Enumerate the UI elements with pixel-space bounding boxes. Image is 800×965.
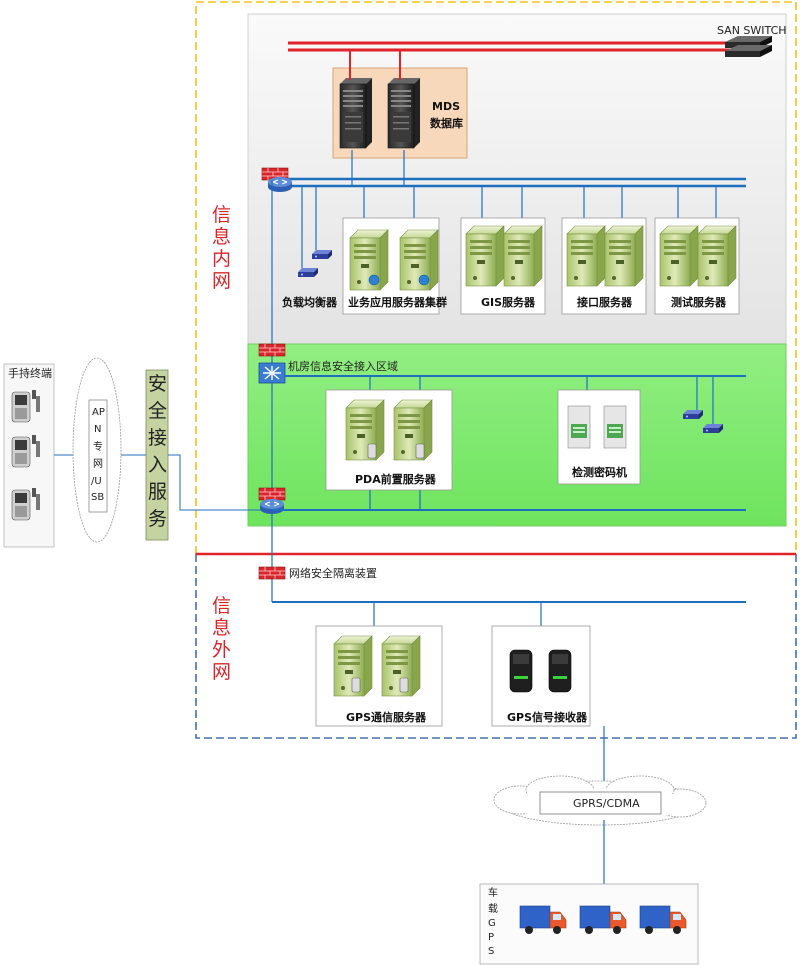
load-balancer-icon	[298, 268, 318, 277]
apn-char: AP	[92, 407, 105, 418]
gprs-label: GPRS/CDMA	[573, 797, 640, 810]
gps-comm-device-icon	[399, 677, 409, 693]
gps-device-icon	[509, 649, 533, 693]
inner-net-char: 息	[212, 226, 231, 248]
secure-access-link	[168, 454, 262, 511]
inner-net-char: 信	[212, 204, 231, 226]
firewall-icon	[258, 487, 286, 501]
inner-net-char: 网	[212, 270, 231, 292]
mds-label: MDS	[432, 100, 460, 113]
firewall-icon	[258, 343, 286, 357]
outer-net-char: 信	[212, 595, 231, 617]
secure-zone-label: 机房信息安全接入区域	[288, 359, 398, 373]
secure-access-char: 入	[148, 454, 167, 476]
test-label: 测试服务器	[671, 295, 727, 309]
san-switch-label: SAN SWITCH	[717, 24, 787, 37]
switch-icon	[258, 362, 286, 384]
gps-comm-device-icon	[351, 677, 361, 693]
gprs-box	[539, 791, 662, 815]
outer-net-char: 网	[212, 661, 231, 683]
secure-access-char: 务	[148, 508, 167, 530]
handheld-label: 手持终端	[8, 366, 52, 380]
vehicle-char: P	[488, 932, 494, 943]
pda-label: PDA前置服务器	[355, 472, 437, 486]
outer-net-char: 息	[212, 617, 231, 639]
secure-access-char: 安	[148, 373, 167, 395]
vehicle-char: G	[488, 918, 496, 929]
load-balancer-icon	[312, 250, 332, 259]
load-balancer-label: 负载均衡器	[282, 295, 338, 309]
mds-label-db: 数据库	[430, 116, 463, 130]
apn-char: 专	[93, 440, 103, 453]
apn-char: N	[94, 424, 101, 435]
server-tower-icon	[697, 225, 737, 287]
network-device-icon	[703, 424, 723, 433]
apn-box	[88, 399, 108, 513]
isolation-label: 网络安全隔离装置	[289, 566, 377, 580]
router-icon	[259, 498, 285, 515]
gis-label: GIS服务器	[481, 295, 536, 309]
secure-access-char: 接	[148, 427, 167, 449]
globe-icon	[368, 274, 380, 286]
pda-device-icon	[415, 443, 425, 459]
cipher-machine-icon	[603, 405, 627, 449]
interface-label: 接口服务器	[577, 295, 633, 309]
server-tower-icon	[345, 399, 385, 461]
secure-access-char: 全	[148, 400, 167, 422]
server-tower-icon	[566, 225, 606, 287]
cipher-label: 检测密码机	[572, 465, 627, 479]
san-switch-icon	[725, 36, 772, 57]
server-tower-icon	[465, 225, 505, 287]
vehicle-char: 车	[488, 886, 498, 899]
vehicle-char: S	[488, 946, 494, 957]
server-tower-icon	[659, 225, 699, 287]
gps-receiver-box	[491, 625, 591, 727]
network-device-icon	[683, 410, 703, 419]
pda-device-icon	[367, 443, 377, 459]
cipher-machine-icon	[567, 405, 591, 449]
apn-char: 网	[93, 458, 103, 470]
gps-receiver-label: GPS信号接收器	[507, 710, 588, 724]
server-tower-icon	[393, 399, 433, 461]
gps-device-icon	[548, 649, 572, 693]
biz-cluster-label: 业务应用服务器集群	[348, 295, 447, 309]
vehicle-char: 载	[488, 903, 498, 915]
server-tower-icon	[503, 225, 543, 287]
apn-char: SB	[91, 492, 104, 503]
inner-net-char: 内	[212, 248, 231, 270]
gps-comm-label: GPS通信服务器	[346, 710, 427, 724]
outer-net-char: 外	[212, 639, 231, 661]
apn-char: /U	[91, 476, 102, 487]
dark-server-icon	[339, 77, 373, 149]
firewall-icon	[258, 566, 286, 580]
server-tower-icon	[604, 225, 644, 287]
globe-icon	[418, 274, 430, 286]
secure-access-char: 服	[148, 481, 167, 503]
dark-server-icon	[387, 77, 421, 149]
